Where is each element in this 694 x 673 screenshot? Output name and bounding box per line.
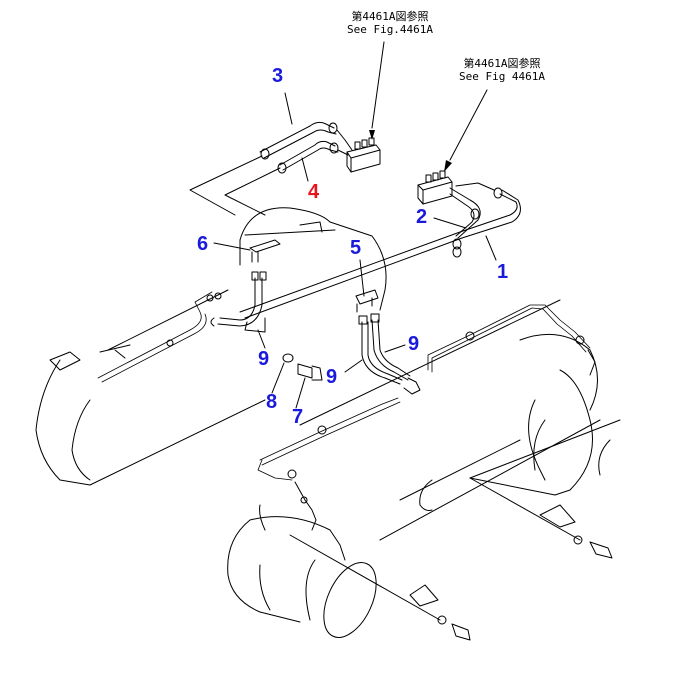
- hose-1: [239, 182, 521, 319]
- bracket-5: [355, 289, 379, 313]
- lube-pipe: [257, 397, 401, 531]
- reference-note-top-en: See Fig.4461A: [346, 23, 434, 36]
- callout-3: 3: [272, 65, 284, 87]
- oil-tank: [239, 207, 387, 311]
- mount-bottom: [289, 534, 471, 641]
- callout-4: 4: [308, 181, 320, 203]
- callout-7: 7: [292, 406, 304, 428]
- bracket-6: [249, 221, 323, 263]
- transmission-housing: [227, 299, 621, 638]
- hose-9-left: [210, 271, 267, 333]
- callout-2: 2: [416, 206, 428, 228]
- left-tank: [35, 289, 266, 486]
- leader-lines: [213, 92, 497, 409]
- callout-9-left: 9: [258, 348, 270, 370]
- bolt-7: [297, 363, 323, 381]
- hose-3: [259, 121, 353, 160]
- callout-9-center: 9: [326, 366, 338, 388]
- reference-arrow-top: [369, 41, 385, 140]
- valve-block-top: [346, 137, 381, 173]
- reference-note-top-jp: 第4461A図参照: [351, 10, 429, 23]
- callout-8: 8: [266, 391, 278, 413]
- mount-right: [469, 477, 613, 559]
- hose-4: [277, 140, 349, 174]
- reference-note-right: 第4461A図参照 See Fig 4461A: [440, 57, 564, 83]
- callout-5: 5: [350, 237, 362, 259]
- hose-2: [449, 187, 481, 258]
- reference-note-right-en: See Fig 4461A: [458, 70, 546, 83]
- reference-note-right-jp: 第4461A図参照: [463, 57, 541, 70]
- right-pipe: [427, 304, 596, 376]
- reference-note-top: 第4461A図参照 See Fig.4461A: [328, 10, 452, 36]
- washer-8: [282, 353, 294, 363]
- callout-6: 6: [197, 233, 209, 255]
- valve-block-right: [417, 170, 453, 205]
- callout-1: 1: [497, 261, 509, 283]
- hose-9-center: [358, 313, 421, 395]
- callout-9-right: 9: [408, 333, 420, 355]
- reference-arrow-right: [444, 89, 488, 172]
